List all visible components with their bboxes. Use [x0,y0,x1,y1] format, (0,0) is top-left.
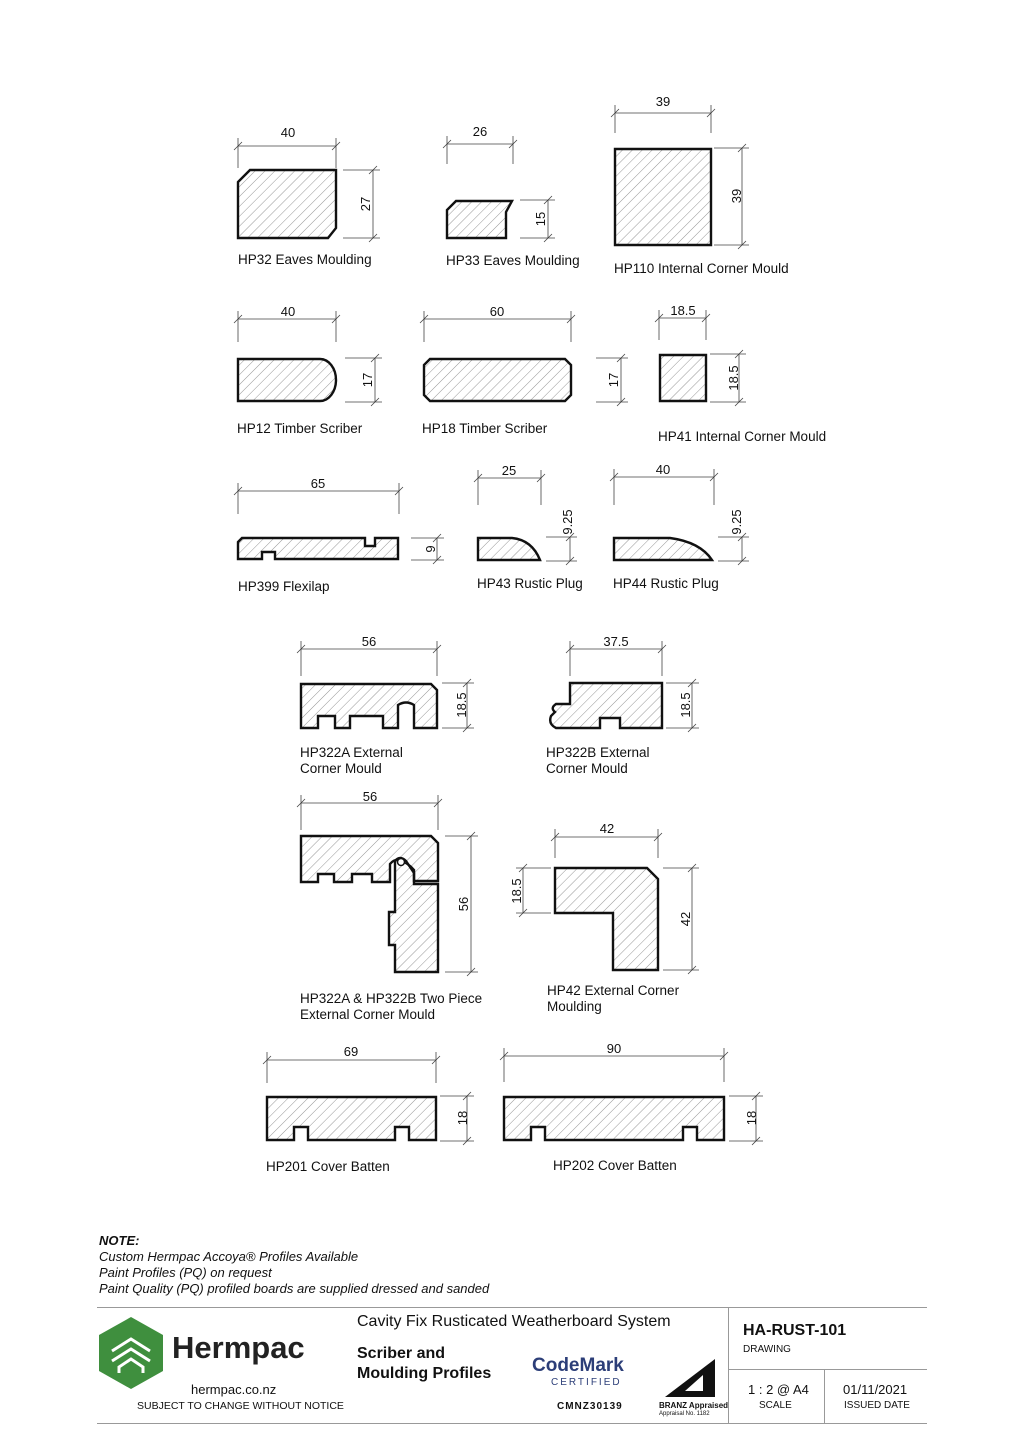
codemark-number: CMNZ30139 [557,1401,623,1412]
hp41-width: 18.5 [670,303,695,318]
disclaimer: SUBJECT TO CHANGE WITHOUT NOTICE [137,1400,344,1412]
hp43-label: HP43 Rustic Plug [477,576,583,591]
hp110-profile: 39 39 HP110 Internal Corner Mould [610,94,789,276]
note-line: Paint Profiles (PQ) on request [99,1265,272,1280]
scale-label: SCALE [759,1400,792,1411]
hp41-profile: 18.5 18.5 HP41 Internal Corner Mould [654,303,826,444]
hp44-width: 40 [656,462,670,477]
hermpac-logo-icon [99,1317,163,1389]
hp110-height: 39 [729,189,744,203]
hp44-profile: 40 9.25 HP44 Rustic Plug [609,462,749,591]
hp399-width: 65 [311,476,325,491]
codemark-logo: CodeMark [532,1355,624,1376]
hp32-width: 40 [281,125,295,140]
system-name: Cavity Fix Rusticated Weatherboard Syste… [357,1313,671,1330]
hp44-height: 9.25 [729,509,744,534]
hp322b-label-line1: HP322B External [546,745,650,760]
hp322ab-height: 56 [456,897,471,911]
issued-date: 01/11/2021 [843,1382,908,1397]
hp202-width: 90 [607,1041,621,1056]
hp322a-label-line1: HP322A External [300,745,403,760]
hp322b-height: 18.5 [678,692,693,717]
hp43-height: 9.25 [560,509,575,534]
hp18-height: 17 [606,373,621,387]
hp42-label-line1: HP42 External Corner [547,983,680,998]
hp202-label: HP202 Cover Batten [553,1158,677,1173]
note-line: Paint Quality (PQ) profiled boards are s… [99,1281,490,1296]
notes: NOTE: Custom Hermpac Accoya® Profiles Av… [99,1233,489,1297]
hp322ab-label-line1: HP322A & HP322B Two Piece [300,991,482,1006]
hp32-profile: 40 27 HP32 Eaves Moulding [233,125,380,267]
hp322a-height: 18.5 [454,692,469,717]
hp201-width: 69 [344,1044,358,1059]
scale-value: 1 : 2 @ A4 [748,1382,809,1397]
hp399-height: 9 [423,545,438,552]
hp33-width: 26 [473,124,487,139]
drawing-label: DRAWING [743,1344,791,1355]
hp322a-label-line2: Corner Mould [300,761,382,776]
hp322a-profile: 56 18.5 HP322A External Corner Mould [296,634,474,776]
branz-appraisal-number: Appraisal No. 1182 [659,1411,710,1417]
hp201-profile: 69 18 HP201 Cover Batten [262,1044,474,1174]
codemark-certified: CERTIFIED [551,1377,622,1388]
hp43-profile: 25 9.25 HP43 Rustic Plug [473,463,583,591]
website: hermpac.co.nz [191,1382,277,1397]
hp42-width: 42 [600,821,614,836]
hp322b-profile: 37.5 18.5 HP322B External Corner Mould [546,634,699,776]
hp322ab-width: 56 [363,789,377,804]
issued-date-label: ISSUED DATE [844,1400,910,1411]
hp43-width: 25 [502,463,516,478]
branz-label: BRANZ Appraised [659,1401,729,1410]
hp33-height: 15 [533,212,548,226]
hp41-label: HP41 Internal Corner Mould [658,429,826,444]
hp18-profile: 60 17 HP18 Timber Scriber [419,304,628,436]
hp201-label: HP201 Cover Batten [266,1159,390,1174]
hp322ab-profile: 56 56 HP322A & HP322B Two Piece External… [296,789,482,1022]
hp399-label: HP399 Flexilap [238,579,330,594]
hp42-height-2: 42 [678,912,693,926]
hp18-width: 60 [490,304,504,319]
hp42-label-line2: Moulding [547,999,602,1014]
hp322a-width: 56 [362,634,376,649]
hp202-profile: 90 18 HP202 Cover Batten [499,1041,763,1173]
hp202-height: 18 [744,1111,759,1125]
hp44-label: HP44 Rustic Plug [613,576,719,591]
branz-logo-icon [665,1359,715,1397]
hp32-height: 27 [358,197,373,211]
hp322ab-label-line2: External Corner Mould [300,1007,435,1022]
hp41-height: 18.5 [726,365,741,390]
hp201-height: 18 [455,1111,470,1125]
hp322b-label-line2: Corner Mould [546,761,628,776]
hp12-label: HP12 Timber Scriber [237,421,363,436]
hp12-height: 17 [360,373,375,387]
brand-name: Hermpac [172,1330,305,1365]
hp110-label: HP110 Internal Corner Mould [614,261,789,276]
note-line: Custom Hermpac Accoya® Profiles Availabl… [99,1249,359,1264]
hp42-height-1: 18.5 [509,878,524,903]
hp18-label: HP18 Timber Scriber [422,421,548,436]
note-heading: NOTE: [99,1233,140,1248]
hp33-label: HP33 Eaves Moulding [446,253,580,268]
hp32-label: HP32 Eaves Moulding [238,252,372,267]
hp12-profile: 40 17 HP12 Timber Scriber [233,304,382,436]
hp12-width: 40 [281,304,295,319]
hp110-width: 39 [656,94,670,109]
hp33-profile: 26 15 HP33 Eaves Moulding [442,124,580,268]
hp322b-width: 37.5 [603,634,628,649]
hp399-profile: 65 9 HP399 Flexilap [233,476,444,594]
drawing-title-line1: Scriber and [357,1345,446,1362]
title-block: Hermpac hermpac.co.nz SUBJECT TO CHANGE … [97,1307,927,1424]
hp42-profile: 42 18.5 42 HP42 External Corner Moulding [509,821,699,1014]
drawing-title-line2: Moulding Profiles [357,1365,492,1382]
drawing-number: HA-RUST-101 [743,1322,847,1339]
